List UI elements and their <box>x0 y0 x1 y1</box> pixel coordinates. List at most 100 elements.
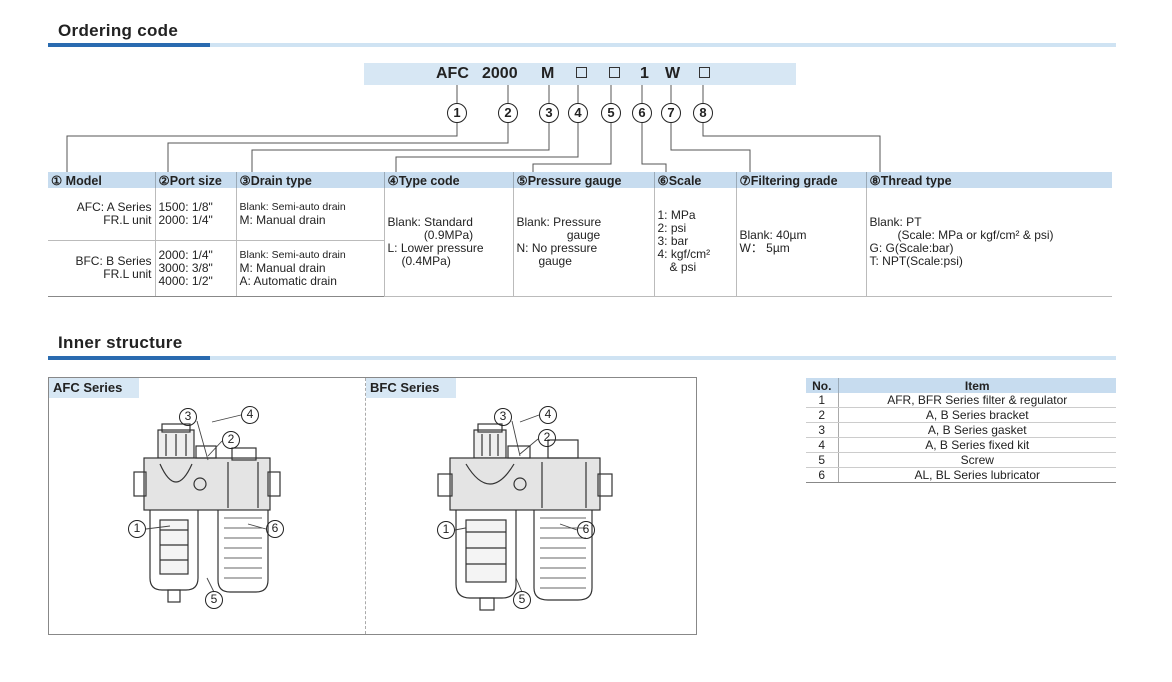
thread-line: G: G(Scale:bar) <box>869 240 954 255</box>
afc-callout-6: 6 <box>266 520 284 538</box>
drain-a-cell: Blank: Semi-auto drain M: Manual drain <box>235 188 384 241</box>
parts-table: No. Item 1 AFR, BFR Series filter & regu… <box>806 378 1116 483</box>
drain-a-line: M: Manual drain <box>239 212 326 227</box>
marker-8: 8 <box>693 103 713 123</box>
scale-line: & psi <box>669 260 697 275</box>
gauge-line: gauge <box>538 253 572 268</box>
port-a-line: 2000: 1/4" <box>158 212 213 227</box>
port-a-line: 1500: 1/8" <box>158 199 213 214</box>
port-b-cell: 2000: 1/4" 3000: 3/8" 4000: 1/2" <box>154 240 236 297</box>
drain-b-cell: Blank: Semi-auto drain M: Manual drain A… <box>235 240 384 297</box>
part-no: 6 <box>806 467 838 483</box>
drain-b-line: M: Manual drain <box>239 260 326 275</box>
thread-line: Blank: PT <box>869 214 922 229</box>
part-item: Screw <box>837 452 1116 468</box>
model-b-cell: BFC: B Series FR.L unit <box>48 240 155 297</box>
model-b-line: BFC: B Series <box>75 254 152 268</box>
structure-split-line <box>365 378 366 634</box>
drain-b-line: A: Automatic drain <box>239 273 337 288</box>
part-no: 4 <box>806 437 838 453</box>
marker-1: 1 <box>447 103 467 123</box>
marker-4: 4 <box>568 103 588 123</box>
header-model: ① Model <box>48 172 155 188</box>
afc-series-label: AFC Series <box>49 378 139 398</box>
port-b-line: 2000: 1/4" <box>158 247 213 262</box>
table-row: 1 AFR, BFR Series filter & regulator <box>806 393 1116 408</box>
filter-line: W： 5µm <box>739 240 790 255</box>
bfc-unit-drawing <box>437 423 613 611</box>
bfc-callout-6: 6 <box>577 521 595 539</box>
part-item: A, B Series gasket <box>837 422 1116 438</box>
afc-callout-4: 4 <box>241 406 259 424</box>
code-placeholder-box <box>576 67 587 78</box>
header-thread-type: ⑧Thread type <box>865 172 1112 188</box>
header-pressure-gauge: ⑤Pressure gauge <box>512 172 654 188</box>
scale-line: 1: MPa <box>657 208 696 223</box>
type-code-cell: Blank: Standard (0.9MPa) L: Lower pressu… <box>383 188 513 297</box>
type-code-line: (0.4MPa) <box>401 253 451 268</box>
filter-cell: Blank: 40µm W： 5µm <box>735 188 866 297</box>
code-drain: M <box>541 65 555 82</box>
marker-5: 5 <box>601 103 621 123</box>
marker-3: 3 <box>539 103 559 123</box>
drain-a-line: Blank: Semi-auto drain <box>239 200 346 213</box>
model-a-line: FR.L unit <box>103 212 152 227</box>
thread-line: T: NPT(Scale:psi) <box>869 253 963 268</box>
part-no: 5 <box>806 452 838 468</box>
inner-structure-title: Inner structure <box>58 333 183 352</box>
header-scale: ⑥Scale <box>653 172 736 188</box>
table-row: 4 A, B Series fixed kit <box>806 437 1116 453</box>
afc-callout-3: 3 <box>179 408 197 426</box>
thread-line: (Scale: MPa or kgf/cm² & psi) <box>897 227 1054 242</box>
gauge-line: Blank: Pressure <box>516 214 602 229</box>
type-code-line: L: Lower pressure <box>387 240 484 255</box>
header-drain-type: ③Drain type <box>235 172 384 188</box>
marker-7: 7 <box>661 103 681 123</box>
code-scale: 1 <box>640 65 649 82</box>
type-code-line: Blank: Standard <box>387 214 473 229</box>
port-b-line: 3000: 3/8" <box>158 260 213 275</box>
marker-6: 6 <box>632 103 652 123</box>
code-placeholder-box <box>609 67 620 78</box>
table-row: 6 AL, BL Series lubricator <box>806 467 1116 483</box>
bfc-callout-4: 4 <box>539 406 557 424</box>
structure-frame <box>48 377 697 635</box>
code-port: 2000 <box>482 65 518 82</box>
code-leader-lines <box>66 85 881 172</box>
header-filtering-grade: ⑦Filtering grade <box>735 172 866 188</box>
scale-line: 2: psi <box>657 221 687 236</box>
scale-cell: 1: MPa 2: psi 3: bar 4: kgf/cm² & psi <box>653 188 736 297</box>
table-row: 5 Screw <box>806 452 1116 468</box>
code-filter: W <box>665 65 681 82</box>
port-a-cell: 1500: 1/8" 2000: 1/4" <box>154 188 236 241</box>
ordering-code-divider <box>48 43 1116 47</box>
thread-cell: Blank: PT (Scale: MPa or kgf/cm² & psi) … <box>865 188 1112 297</box>
part-no: 1 <box>806 393 838 408</box>
drain-b-line: Blank: Semi-auto drain <box>239 248 346 261</box>
bfc-callout-3: 3 <box>494 408 512 426</box>
part-no: 3 <box>806 422 838 438</box>
inner-structure-divider <box>48 356 1116 360</box>
ordering-code-title: Ordering code <box>58 21 179 40</box>
bfc-callout-5: 5 <box>513 591 531 609</box>
table-row: 2 A, B Series bracket <box>806 407 1116 423</box>
model-a-line: AFC: A Series <box>76 199 152 214</box>
table-row: 3 A, B Series gasket <box>806 422 1116 438</box>
bfc-callout-2: 2 <box>538 429 556 447</box>
part-item: AL, BL Series lubricator <box>837 467 1116 483</box>
afc-unit-drawing <box>133 423 281 603</box>
port-b-line: 4000: 1/2" <box>158 273 213 288</box>
header-type-code: ④Type code <box>383 172 513 188</box>
afc-callout-2: 2 <box>222 431 240 449</box>
code-series: AFC <box>436 65 469 82</box>
gauge-line: gauge <box>566 227 601 242</box>
marker-2: 2 <box>498 103 518 123</box>
scale-line: 4: kgf/cm² <box>657 247 711 262</box>
parts-header-no: No. <box>806 378 838 393</box>
part-item: A, B Series fixed kit <box>837 437 1116 453</box>
header-port-size: ②Port size <box>154 172 236 188</box>
bfc-series-label: BFC Series <box>366 378 456 398</box>
part-item: A, B Series bracket <box>837 407 1116 423</box>
scale-line: 3: bar <box>657 234 689 249</box>
code-bar <box>364 63 796 85</box>
